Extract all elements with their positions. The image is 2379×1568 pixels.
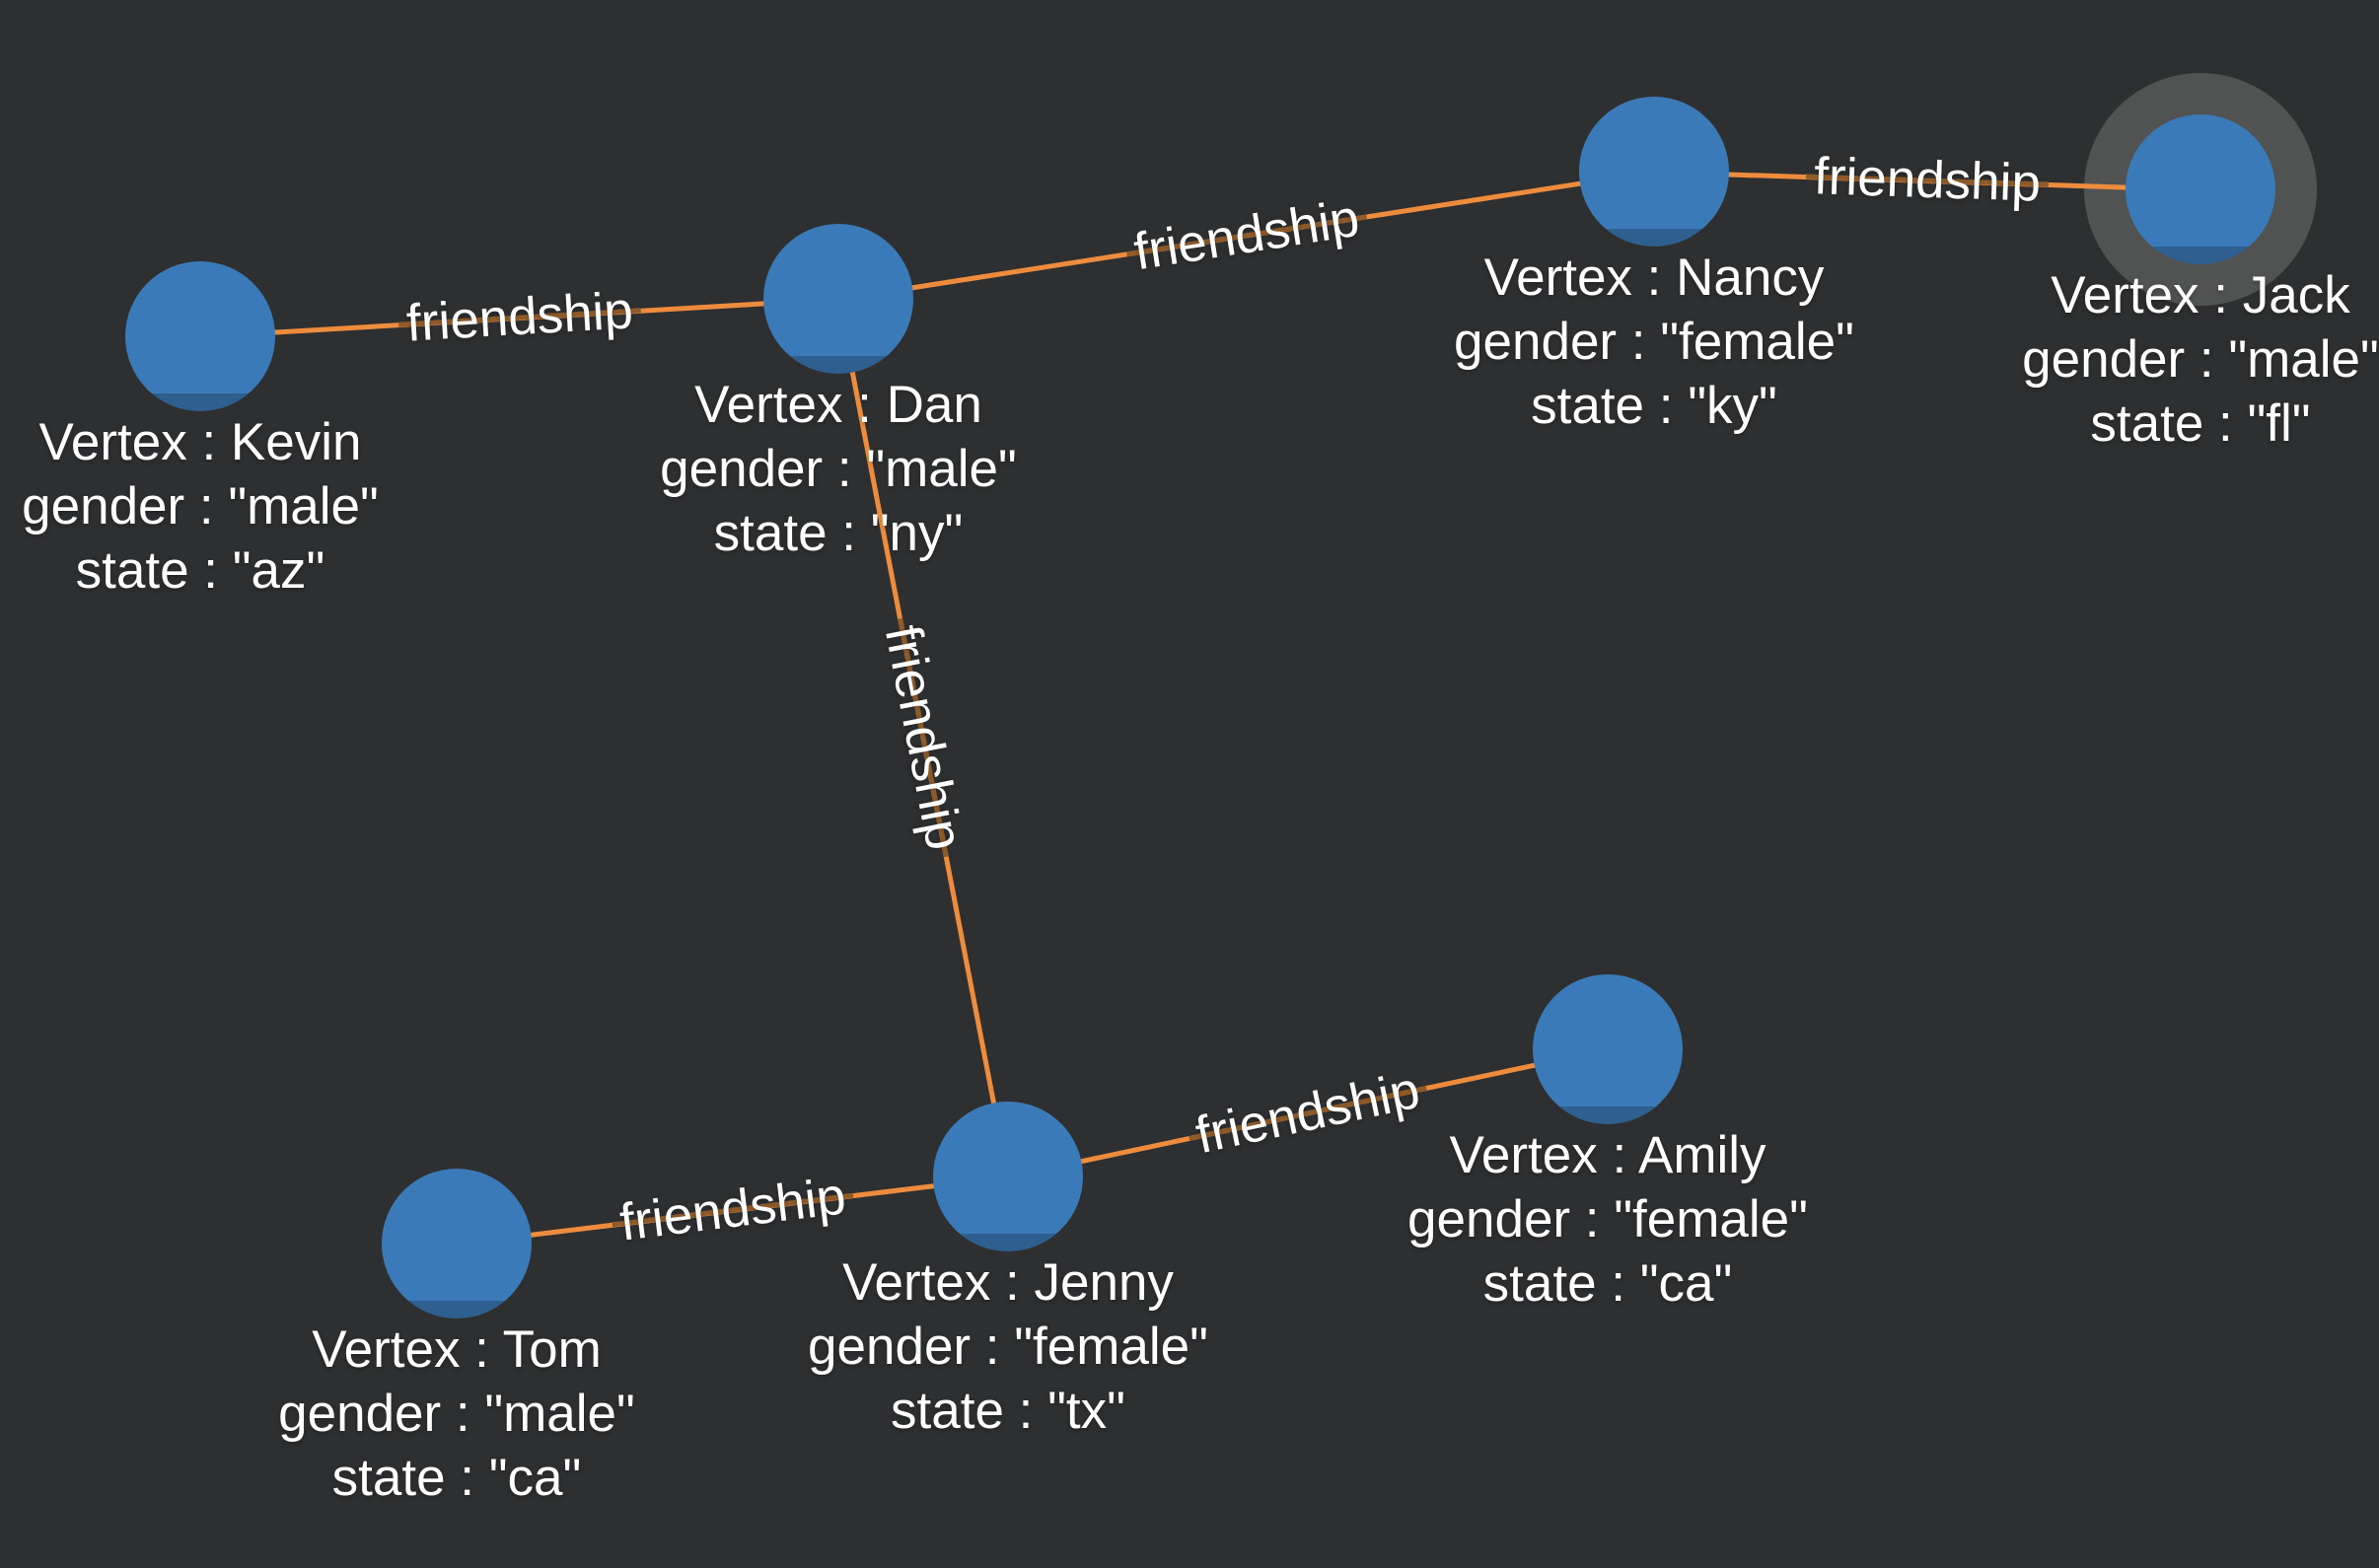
- node-label-jack: Vertex : Jack gender : "male"state : "fl": [2022, 263, 2379, 456]
- node-label-line: state : "tx": [891, 1382, 1125, 1440]
- node-label-line: Vertex : Jenny: [842, 1253, 1174, 1312]
- edge-label[interactable]: friendship: [1813, 147, 2042, 213]
- node-label-line: state : "fl": [2090, 394, 2311, 453]
- node-label-line: Vertex : Amily: [1449, 1126, 1766, 1184]
- node-label-line: state : "ca": [331, 1449, 582, 1507]
- graph-node-nancy[interactable]: [1579, 97, 1729, 247]
- node-label-line: gender : "male": [278, 1385, 635, 1443]
- edge-label[interactable]: friendship: [873, 620, 974, 855]
- edge-label[interactable]: friendship: [1129, 188, 1363, 281]
- node-label-line: gender : "male": [660, 440, 1017, 498]
- node-label-line: state : "ny": [713, 504, 964, 562]
- graph-node-tom[interactable]: [382, 1169, 532, 1319]
- node-label-kevin: Vertex : Kevin gender : "male" state : "az…: [22, 410, 379, 603]
- node-label-line: state : "ca": [1482, 1254, 1733, 1313]
- node-label-line: Vertex : Tom: [312, 1320, 602, 1379]
- node-label-line: Vertex : Jack: [2051, 266, 2350, 324]
- node-label-line: Vertex : Nancy: [1483, 249, 1825, 307]
- node-label-line: gender : "female": [808, 1318, 1208, 1376]
- node-label-nancy: Vertex : Nancy gender : "female" state : "…: [1454, 246, 1854, 438]
- graph-node-dan[interactable]: [763, 224, 913, 374]
- node-label-line: Vertex : Dan: [694, 376, 982, 434]
- graph-node-jenny[interactable]: [933, 1102, 1083, 1251]
- node-label-line: gender : "female": [1454, 313, 1854, 371]
- node-label-line: Vertex : Kevin: [38, 413, 362, 471]
- node-label-line: state : "ky": [1531, 377, 1777, 435]
- edge-label[interactable]: friendship: [1190, 1060, 1425, 1165]
- edge-label[interactable]: friendship: [404, 281, 634, 353]
- graph-node-amily[interactable]: [1533, 974, 1683, 1124]
- graph-node-kevin[interactable]: [125, 261, 275, 411]
- node-label-tom: Vertex : Tom gender : "male" state : "ca": [278, 1318, 635, 1510]
- node-label-line: gender : "male": [2022, 330, 2379, 389]
- edge-label[interactable]: friendship: [615, 1167, 849, 1252]
- node-label-line: gender : "female": [1407, 1190, 1808, 1248]
- node-label-dan: Vertex : Dan gender : "male" state : "ny": [660, 373, 1017, 565]
- node-label-amily: Vertex : Amily gender : "female" state : "…: [1407, 1123, 1808, 1316]
- node-label-line: gender : "male": [22, 477, 379, 535]
- node-label-jenny: Vertex : Jenny gender : "female" state : "…: [808, 1250, 1208, 1443]
- graph-node-jack[interactable]: [2126, 114, 2275, 264]
- node-label-line: state : "az": [75, 541, 325, 600]
